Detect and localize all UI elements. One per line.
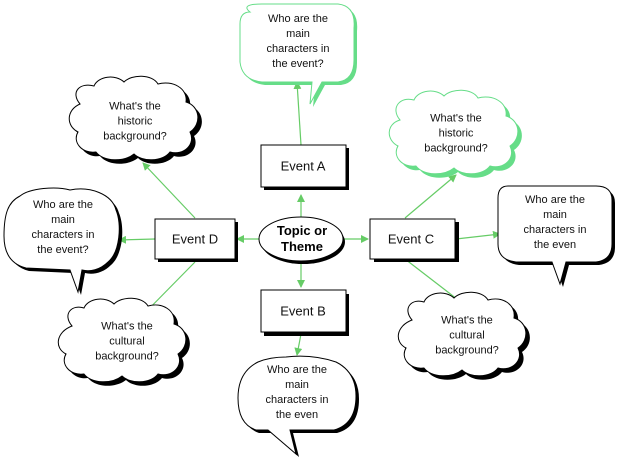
bubble-d-main-text: Who are the main characters in the event… (31, 199, 95, 256)
event-b-label: Event B (280, 303, 326, 319)
arrow-d-to-main (118, 235, 156, 244)
event-c-label: Event C (387, 231, 435, 247)
arrow-a-to-main (293, 81, 302, 146)
event-d-box (154, 218, 238, 262)
cloud-d-historic (68, 75, 202, 164)
cloud-d-cultural-text: What's the cultural background? (95, 320, 159, 363)
bubble-c-main-text: Who are the main characters in the even (523, 194, 587, 251)
event-c-box (369, 218, 459, 262)
event-d-label: Event D (171, 231, 219, 247)
cloud-d-cultural (57, 297, 190, 386)
bubble-a-main-text: Who are the main characters in the event… (266, 13, 330, 70)
bubble-b-main-text: Who are the main characters in the even (265, 364, 329, 421)
cloud-d-historic-text: What's the historic background? (103, 100, 167, 143)
center-topic-label: Topic or Theme (276, 223, 328, 254)
bubble-c-main (497, 185, 615, 287)
event-a-label: Event A (280, 158, 326, 174)
cloud-c-historic (388, 89, 522, 178)
cloud-c-cultural (397, 291, 530, 380)
bubble-d-main (3, 187, 123, 295)
bubble-a-main (239, 3, 358, 107)
arrow-b-to-main (294, 333, 303, 356)
bubble-b-main (237, 355, 359, 457)
event-a-box (260, 144, 349, 190)
cloud-c-cultural-text: What's the cultural background? (435, 314, 499, 357)
event-b-box (260, 289, 349, 336)
arrow-c-to-historic (404, 174, 457, 219)
cloud-c-historic-text: What's the historic background? (424, 112, 488, 155)
arrow-d-to-historic (142, 162, 196, 219)
center-topic-ellipse (258, 216, 345, 264)
arrow-c-to-main (455, 230, 501, 240)
